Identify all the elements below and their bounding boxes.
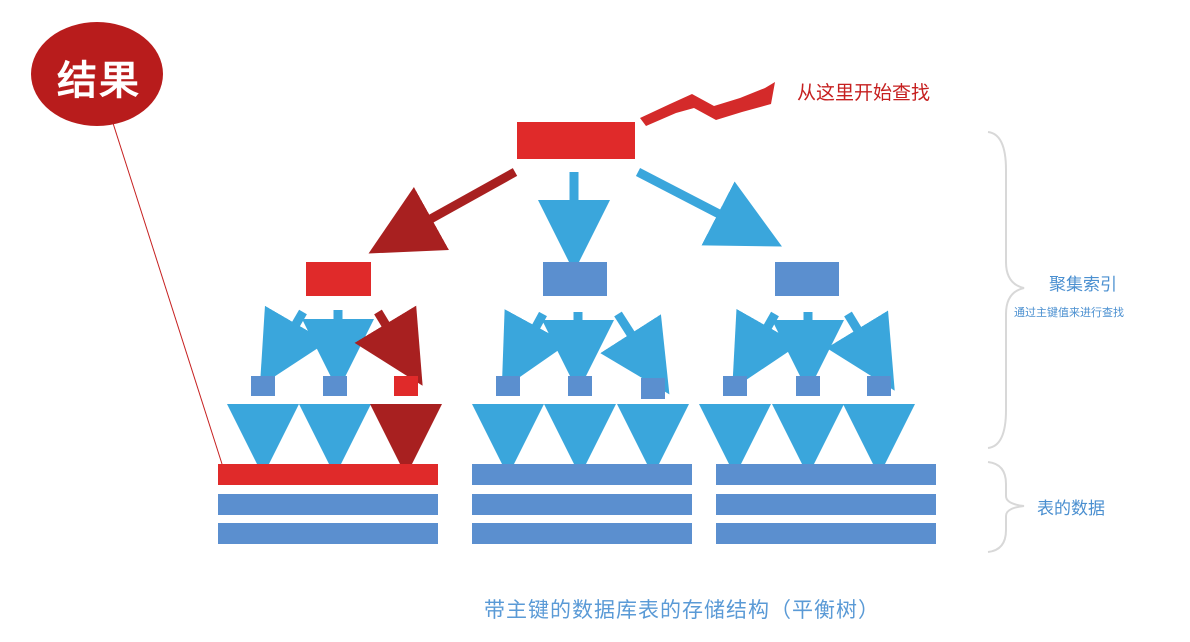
arrow-l2-to-leaf bbox=[826, 310, 895, 391]
leaf-node bbox=[796, 376, 820, 396]
data-row bbox=[472, 464, 692, 485]
data-row bbox=[716, 464, 936, 485]
arrow-l2-to-leaf bbox=[501, 309, 568, 390]
data-row bbox=[472, 523, 692, 544]
arrow-l2-to-leaf bbox=[600, 311, 670, 395]
result-ellipse bbox=[31, 22, 163, 126]
data-row bbox=[472, 494, 692, 515]
start-label: 从这里开始查找 bbox=[797, 82, 931, 104]
level2-node-right bbox=[775, 262, 839, 296]
leaf-node bbox=[641, 378, 665, 399]
index-bracket bbox=[987, 131, 1025, 449]
clustered-index-title: 聚集索引 bbox=[1049, 275, 1117, 295]
data-row bbox=[716, 523, 936, 544]
table-data-label: 表的数据 bbox=[1037, 499, 1105, 519]
data-row bbox=[218, 494, 438, 515]
leaf-node bbox=[323, 376, 347, 396]
leaf-node bbox=[496, 376, 520, 396]
data-row bbox=[716, 494, 936, 515]
result-pointer-line bbox=[111, 119, 223, 465]
clustered-index-subtitle: 通过主键值来进行查找 bbox=[1014, 306, 1124, 319]
diagram-caption: 带主键的数据库表的存储结构（平衡树） bbox=[484, 598, 880, 622]
arrow-l2-to-leaf-path bbox=[354, 305, 423, 386]
leaf-node bbox=[723, 376, 747, 396]
leaf-node-path bbox=[394, 376, 418, 396]
data-row bbox=[218, 523, 438, 544]
level2-node-middle bbox=[543, 262, 607, 296]
result-label: 结果 bbox=[57, 58, 141, 104]
arrow-root-to-left bbox=[368, 168, 518, 254]
arrow-root-to-right bbox=[635, 168, 782, 247]
data-row-result bbox=[218, 464, 438, 485]
arrow-l2-to-leaf bbox=[259, 305, 328, 387]
start-arrow bbox=[640, 82, 775, 126]
leaf-node bbox=[867, 376, 891, 396]
arrow-l2-to-leaf bbox=[732, 308, 800, 390]
root-node bbox=[517, 122, 635, 159]
data-bracket bbox=[987, 461, 1025, 553]
leaf-node bbox=[251, 376, 275, 396]
leaf-node bbox=[568, 376, 592, 396]
level2-node-left bbox=[306, 262, 371, 296]
